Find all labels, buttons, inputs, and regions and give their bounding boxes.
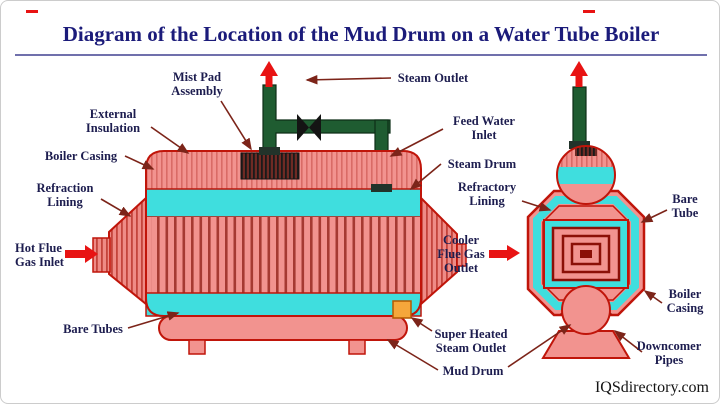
- leader-refraction-lining: [100, 198, 132, 217]
- label-refraction-1: Refraction: [37, 181, 94, 195]
- mud-drum-side-view: [158, 315, 408, 341]
- label-refraction-2: Lining: [47, 195, 83, 209]
- label-bare-tube-2: Tube: [672, 206, 699, 220]
- label-refractory-1: Refractory: [458, 180, 517, 194]
- leader-bare-tubes: [127, 311, 180, 329]
- title-tick-right: [583, 10, 595, 13]
- label-boiler-casing-right-1: Boiler: [669, 287, 702, 301]
- end-view-refractory-ring: [533, 196, 639, 310]
- valve-icon: [309, 114, 321, 141]
- label-external-insulation-2: Insulation: [86, 121, 140, 135]
- steam-drum-mist-pad: [575, 147, 597, 156]
- label-steam-outlet: Steam Outlet: [398, 71, 469, 85]
- label-feed-water-2: Inlet: [472, 128, 498, 142]
- label-hot-flue-1: Hot Flue: [15, 241, 62, 255]
- label-cooler-1: Cooler: [443, 233, 480, 247]
- coil-rect: [580, 250, 592, 258]
- steam-flow-arrow-right: [570, 61, 588, 76]
- pipe-flange: [259, 147, 280, 155]
- label-cooler-3: Outlet: [444, 261, 479, 275]
- steam-flow-arrow-left-stem: [265, 75, 273, 87]
- pipe-flange: [569, 141, 590, 149]
- label-refractory-2: Lining: [469, 194, 505, 208]
- steam-flow-arrow-left: [260, 61, 278, 76]
- end-view-mud-drum: [561, 285, 611, 335]
- label-mud-drum: Mud Drum: [443, 364, 504, 378]
- mist-pad: [240, 152, 300, 180]
- coil-rect: [561, 234, 611, 274]
- label-mist-pad-2: Assembly: [171, 84, 223, 98]
- lower-water-band: [145, 292, 422, 317]
- leader-mud-drum-left: [386, 339, 439, 371]
- leader-bare-tube: [640, 209, 668, 223]
- label-steam-drum: Steam Drum: [448, 157, 517, 171]
- steam-outlet-pipe: [262, 84, 391, 156]
- label-bare-tube-1: Bare: [672, 192, 698, 206]
- leader-feed-water: [389, 128, 444, 157]
- label-cooler-2: Flue Gas: [437, 247, 485, 261]
- label-boiler-casing-left: Boiler Casing: [45, 149, 118, 163]
- leader-refractory-lining: [521, 200, 552, 212]
- end-view-steam-drum-outline: [556, 145, 616, 205]
- leader-downcomer: [613, 330, 643, 353]
- pipe-flange: [371, 184, 392, 192]
- end-view-steam-drum-detail: [557, 146, 615, 184]
- steam-flow-arrow-right-stem: [575, 75, 583, 87]
- watermark: IQSdirectory.com: [595, 379, 710, 396]
- leader-external-insulation: [150, 126, 190, 154]
- boiler-leg: [348, 339, 366, 355]
- leader-mud-drum-right: [507, 324, 572, 368]
- label-boiler-casing-right-2: Casing: [667, 301, 705, 315]
- label-bare-tubes: Bare Tubes: [63, 322, 123, 336]
- flow-arrows: [65, 61, 588, 263]
- leader-steam-outlet: [305, 74, 392, 85]
- leader-superheated-outlet: [410, 317, 433, 332]
- steam-drum-water-band: [145, 188, 422, 218]
- cooler-flue-arrow-stem: [489, 250, 507, 258]
- label-external-insulation-1: External: [90, 107, 137, 121]
- cooler-flue-arrow: [507, 245, 520, 261]
- title-tick-left: [26, 10, 38, 13]
- superheated-steam-nozzle: [392, 300, 412, 319]
- steam-drum-waterline: [557, 167, 615, 184]
- label-superheated-1: Super Heated: [434, 327, 507, 341]
- page-title: Diagram of the Location of the Mud Drum …: [63, 22, 660, 46]
- leader-steam-drum: [409, 163, 442, 191]
- label-downcomer-1: Downcomer: [637, 339, 702, 353]
- leader-mist-pad: [220, 100, 252, 151]
- leader-boiler-casing-right: [643, 290, 663, 304]
- hot-flue-arrow-stem: [65, 250, 85, 258]
- hot-flue-arrow: [85, 245, 98, 263]
- steam-drum-hatch: [557, 146, 615, 167]
- coil-rect: [570, 242, 602, 266]
- water-tubes: [151, 217, 416, 293]
- valve-icon: [297, 114, 309, 141]
- leader-boiler-casing-left: [124, 155, 155, 170]
- label-downcomer-2: Pipes: [655, 353, 684, 367]
- boiler-leg: [188, 339, 206, 355]
- label-feed-water-1: Feed Water: [453, 114, 515, 128]
- label-superheated-2: Steam Outlet: [436, 341, 507, 355]
- cooler-flue-outlet-stub: [456, 243, 467, 267]
- label-hot-flue-2: Gas Inlet: [15, 255, 65, 269]
- end-view-steam-pipe: [572, 86, 587, 148]
- label-mist-pad-1: Mist Pad: [173, 70, 221, 84]
